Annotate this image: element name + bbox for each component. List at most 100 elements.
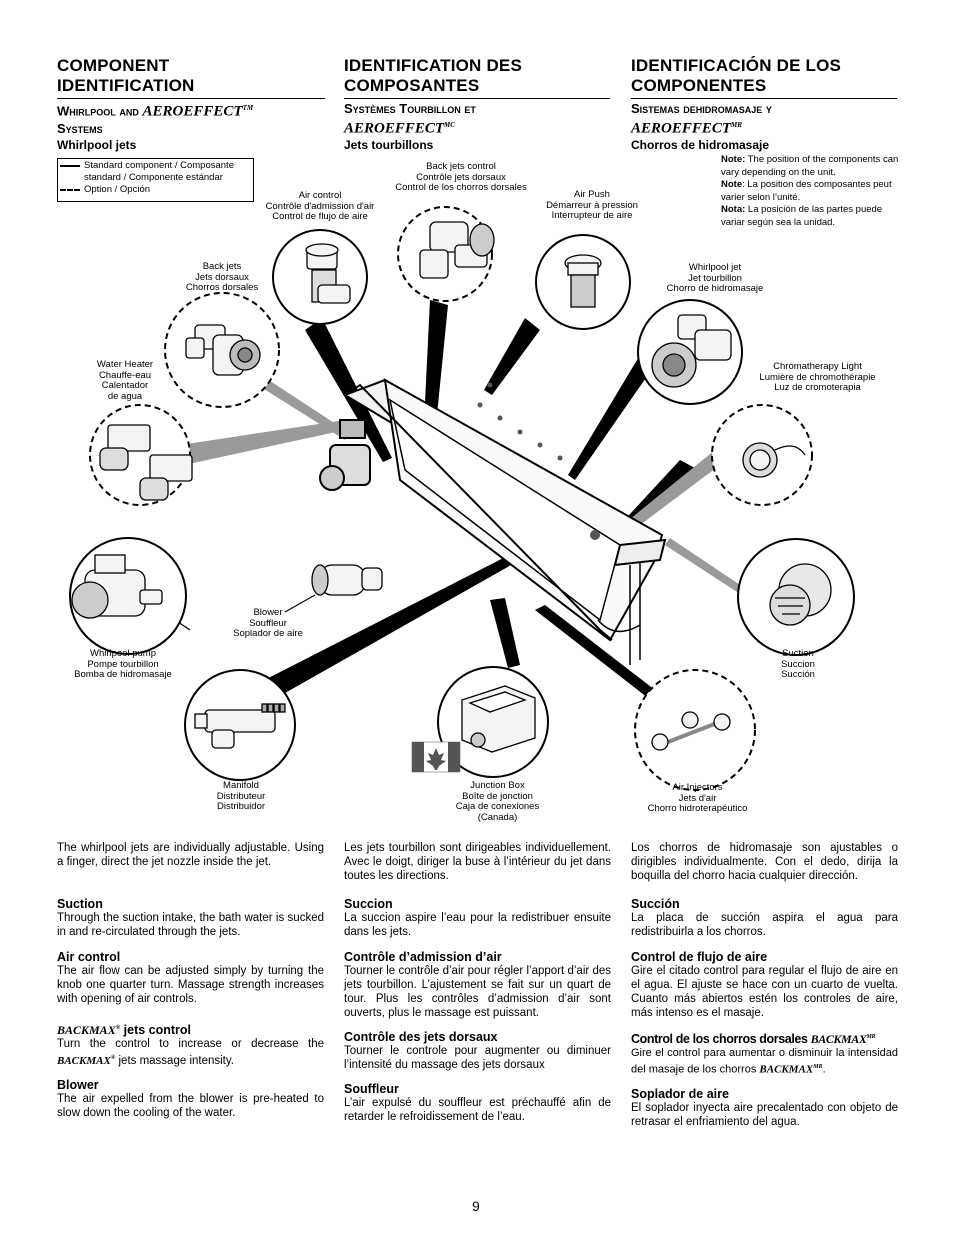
header-en: COMPONENT IDENTIFICATION: [57, 56, 327, 96]
brand-name: AEROEFFECT: [142, 103, 243, 120]
section-title: Soplador de aire: [631, 1086, 729, 1101]
brand-name: BACKMAX: [57, 1023, 116, 1038]
text-column-fr: Les jets tourbillon sont dirigeables ind…: [344, 841, 611, 1124]
header-es: IDENTIFICACIÓN DE LOS COMPONENTES: [631, 56, 901, 96]
header-fr: IDENTIFICATION DES COMPOSANTES: [344, 56, 614, 96]
brand-mark: MR: [813, 1064, 823, 1071]
section-text: L’air expulsé du souffleur est préchauff…: [344, 1097, 611, 1123]
section-text: Tourner le contrôle d’air pour régler l’…: [344, 965, 611, 1019]
section-text: Tourner le controle pour augmenter ou di…: [344, 1045, 611, 1071]
column-title: IDENTIFICATION DES COMPOSANTES: [344, 56, 523, 95]
header-rule: [57, 98, 325, 99]
legend-standard: Standard component / Composante standard…: [84, 160, 234, 183]
leader-lines: [245, 300, 695, 710]
page-number: 9: [472, 1198, 480, 1214]
section-title-text: jets control: [120, 1023, 192, 1038]
section-title: BACKMAX® jets control: [57, 1021, 324, 1037]
subtitle-smallcaps: Systèmes Tourbillon et: [344, 101, 476, 116]
section-text-a: Turn the control to increase or decrease…: [57, 1038, 324, 1051]
section-title: Control de flujo de aire: [631, 950, 768, 964]
label-back-jets: Back jets Jets dorsaux Chorros dorsales: [185, 261, 259, 294]
section-text-b: .: [822, 1063, 826, 1076]
section-title: Suction: [57, 897, 103, 911]
brand-name: AEROEFFECT: [344, 120, 445, 137]
section-text: Gire el control para aumentar o disminui…: [631, 1046, 898, 1077]
column-title: COMPONENT IDENTIFICATION: [57, 56, 195, 95]
note-label: Nota:: [721, 204, 746, 215]
solid-line-icon: [60, 165, 80, 167]
intro-paragraph: The whirlpool jets are individually adju…: [57, 842, 324, 868]
label-water-heater: Water Heater Chauffe-eau Calentador de a…: [96, 359, 154, 402]
subtitle-en: Whirlpool and AEROEFFECTTM Systems: [57, 100, 327, 137]
section-text: The air expelled from the blower is pre-…: [57, 1092, 324, 1119]
label-back-jets-control: Back jets control Contrôle jets dorsaux …: [395, 161, 527, 194]
subtitle-fr: Systèmes Tourbillon et AEROEFFECTMC: [344, 100, 614, 137]
canada-flag-icon: [411, 741, 461, 773]
label-air-injectors: Air Injectors Jets d'air Chorro hidroter…: [647, 782, 748, 815]
section-title: Succion: [344, 897, 393, 911]
brand-name: BACKMAX: [810, 1032, 867, 1047]
subtitle-es: Sistemas dehidromasaje y AEROEFFECTMR: [631, 100, 901, 137]
note-label: Note: [721, 179, 743, 190]
note: Note: The position of the components can…: [721, 154, 899, 229]
section-title: Souffleur: [344, 1082, 399, 1096]
brand-mark: MR: [866, 1034, 876, 1040]
subtitle2-es: Chorros de hidromasaje: [631, 138, 770, 152]
intro-paragraph: Los chorros de hidromasaje son ajustable…: [631, 842, 898, 882]
brand-name: BACKMAX: [759, 1063, 814, 1076]
brand-name: BACKMAX: [57, 1054, 111, 1067]
header-rule: [344, 98, 610, 99]
whirlpool-diagram: [69, 206, 855, 791]
section-title: Contrôle des jets dorsaux: [344, 1030, 498, 1044]
subtitle2-fr: Jets tourbillons: [344, 138, 434, 152]
legend-box: Standard component / Composante standard…: [57, 158, 254, 202]
label-manifold: Manifold Distributeur Distribuidor: [216, 780, 266, 813]
brand-mark: ®: [110, 1055, 116, 1062]
subtitle-end: Systems: [57, 121, 103, 137]
label-air-push: Air Push Démarreur à pression Interrupte…: [546, 189, 638, 222]
text-column-es: Los chorros de hidromasaje son ajustable…: [631, 841, 898, 1129]
header-rule: [631, 98, 897, 99]
section-title: Contrôle d’admission d’air: [344, 950, 502, 964]
section-title-text: Control de los chorros dorsales: [631, 1032, 811, 1047]
brand-name: AEROEFFECT: [631, 120, 732, 137]
legend-option: Option / Opción: [84, 184, 151, 195]
section-text-b: jets massage intensity.: [115, 1054, 234, 1067]
section-text: La succion aspire l’eau pour la redistri…: [344, 912, 611, 938]
section-text: Through the suction intake, the bath wat…: [57, 912, 324, 938]
brand-mark: MC: [444, 121, 455, 129]
section-text: La placa de succión aspira el agua para …: [631, 912, 898, 938]
column-title: IDENTIFICACIÓN DE LOS COMPONENTES: [631, 56, 842, 95]
note-text: : La position des composantes peut varie…: [721, 179, 892, 203]
section-title: Blower: [57, 1077, 99, 1092]
text-column-en: The whirlpool jets are individually adju…: [57, 841, 324, 1120]
label-whirlpool-jet: Whirlpool jet Jet tourbillon Chorro de h…: [666, 262, 764, 295]
note-label: Note:: [721, 154, 746, 165]
bathtub: [319, 378, 667, 665]
component-sketches: [71, 221, 832, 753]
intro-paragraph: Les jets tourbillon sont dirigeables ind…: [344, 842, 611, 882]
label-blower: Blower Souffleur Soplador de aire: [233, 607, 303, 640]
dashed-line-icon: [60, 189, 80, 191]
section-text: Gire el citado control para regular el f…: [631, 965, 898, 1019]
label-air-control: Air control Contrôle d'admission d'air C…: [265, 190, 375, 223]
section-title: Succión: [631, 897, 680, 911]
subtitle2-en: Whirlpool jets: [57, 138, 137, 152]
section-text: Turn the control to increase or decrease…: [57, 1037, 324, 1068]
section-title: Air control: [57, 950, 121, 964]
brand-mark: TM: [242, 104, 254, 112]
section-title: Control de los chorros dorsales BACKMAXM…: [631, 1030, 898, 1046]
brand-mark: MR: [731, 121, 742, 129]
label-whirlpool-pump: Whirlpool pump Pompe tourbillon Bomba de…: [74, 648, 172, 681]
tub-jet-dots: [477, 382, 600, 540]
subtitle-smallcaps: Sistemas dehidromasaje y: [631, 101, 772, 116]
label-chromatherapy: Chromatherapy Light Lumière de chromothé…: [759, 361, 876, 394]
label-junction-box: Junction Box Boîte de jonction Caja de c…: [455, 780, 540, 823]
section-text: El soplador inyecta aire precalentado co…: [631, 1101, 898, 1128]
label-suction: Suction Succion Succión: [781, 648, 815, 681]
section-text: The air flow can be adjusted simply by t…: [57, 965, 324, 1005]
section-text-a: Gire el control para aumentar o disminui…: [631, 1047, 898, 1076]
note-text: La posición de las partes puede variar s…: [721, 204, 883, 228]
note-text: The position of the components can vary …: [721, 154, 899, 178]
brand-mark: ®: [115, 1025, 121, 1031]
